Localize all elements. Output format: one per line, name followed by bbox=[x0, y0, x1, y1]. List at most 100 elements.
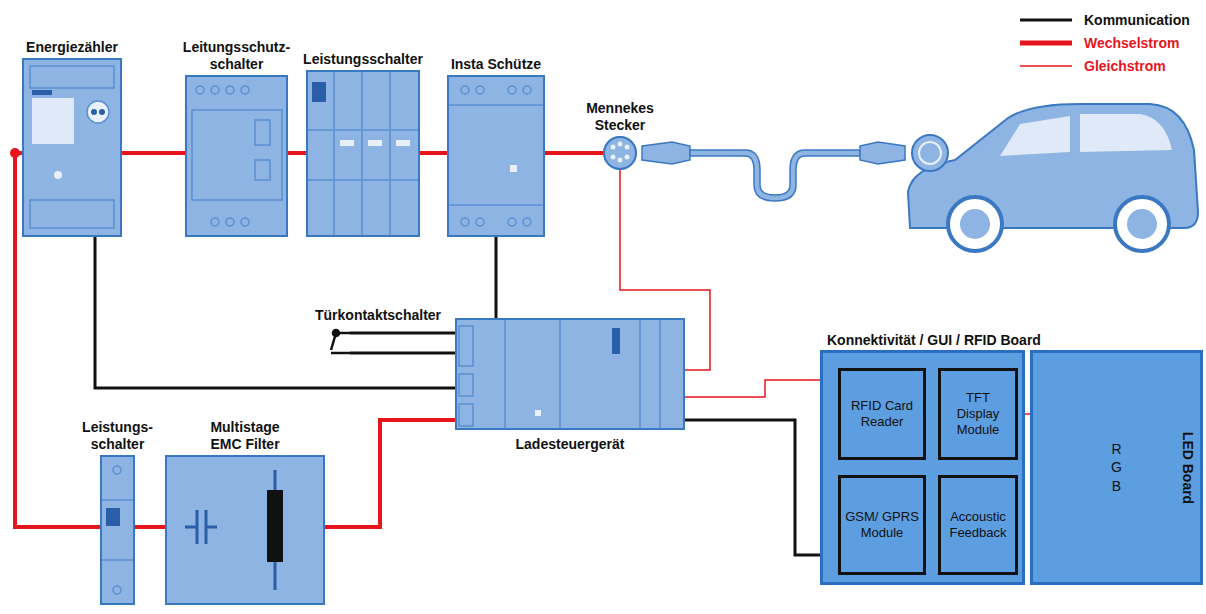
small-breaker-detail bbox=[100, 466, 135, 594]
legend-text: Gleichstrom bbox=[1084, 58, 1166, 74]
breaker-detail-part bbox=[333, 70, 335, 237]
socket-pins-part bbox=[611, 145, 616, 150]
component-label: Leistungs- schalter bbox=[73, 419, 163, 453]
dc-wire bbox=[685, 380, 820, 397]
legend-row: Wechselstrom bbox=[1018, 31, 1190, 54]
electric-car-part bbox=[1127, 209, 1157, 239]
breaker-detail-part bbox=[306, 179, 420, 181]
component-label: Leitungsschutz- schalter bbox=[174, 39, 299, 73]
breaker-detail-part bbox=[396, 140, 410, 146]
controller-detail-part bbox=[559, 318, 561, 430]
legend: KommunicationWechselstromGleichstrom bbox=[1018, 8, 1190, 77]
controller-detail-part bbox=[459, 374, 473, 396]
electric-car-part bbox=[1000, 116, 1070, 156]
meter-detail-part bbox=[30, 200, 114, 228]
module-box: TFT Display Module bbox=[938, 368, 1018, 460]
socket-pins-part bbox=[625, 145, 630, 150]
electric-car-part bbox=[948, 197, 1002, 251]
component-fill-part bbox=[165, 455, 325, 605]
small-breaker-detail-part bbox=[100, 559, 135, 561]
component-fill-part bbox=[603, 136, 637, 170]
contactor-detail-part bbox=[476, 86, 484, 94]
legend-line-sample bbox=[1020, 65, 1072, 67]
filter-symbols-part bbox=[206, 526, 217, 529]
small-breaker-detail-part bbox=[113, 466, 121, 474]
meter-detail bbox=[30, 66, 114, 228]
meter-detail-part bbox=[99, 109, 105, 115]
filter-symbols-part bbox=[185, 526, 196, 529]
power-breaker: Leistungs- schalter bbox=[100, 455, 135, 605]
breaker-detail-part bbox=[196, 86, 204, 94]
ac-wire bbox=[122, 151, 185, 155]
charging-cable bbox=[642, 142, 905, 201]
breaker-detail-part bbox=[255, 160, 270, 180]
led-board: RGBLED Board bbox=[1030, 350, 1203, 585]
component-fill-part bbox=[455, 318, 685, 430]
contactor-detail-part bbox=[461, 86, 469, 94]
breaker-detail-part bbox=[241, 86, 249, 94]
legend-text: Kommunication bbox=[1084, 12, 1190, 28]
breaker-detail-part bbox=[241, 218, 249, 226]
breaker-detail-part bbox=[389, 70, 391, 237]
electric-car-part bbox=[912, 135, 948, 171]
contactor-detail-part bbox=[461, 218, 469, 226]
meter-detail-part bbox=[30, 66, 114, 88]
socket-pins-part bbox=[625, 155, 630, 160]
socket-pins bbox=[611, 142, 630, 163]
component-fill-part bbox=[100, 455, 135, 605]
emc-filter: Multistage EMC Filter bbox=[165, 455, 325, 605]
meter-detail-part bbox=[91, 109, 97, 115]
component-label: Energiezähler bbox=[26, 39, 118, 56]
contactor-detail-part bbox=[523, 86, 531, 94]
electric-car-part bbox=[919, 142, 941, 164]
legend-line-sample bbox=[1020, 18, 1072, 21]
socket-pins-part bbox=[618, 158, 623, 163]
ac-wire bbox=[288, 151, 306, 155]
module-box: RFID Card Reader bbox=[838, 368, 926, 460]
legend-dc bbox=[1018, 60, 1074, 72]
socket: Mennekes Stecker bbox=[603, 136, 637, 170]
filter-symbols-part bbox=[196, 510, 199, 544]
box-text: Accoustic Feedback bbox=[945, 509, 1011, 542]
socket-pins-part bbox=[618, 142, 623, 147]
small-breaker-detail-part bbox=[113, 586, 121, 594]
legend-communication bbox=[1018, 14, 1074, 26]
box-text: RGB bbox=[1110, 440, 1124, 495]
dc-wire bbox=[620, 170, 710, 370]
ac-wire bbox=[325, 420, 455, 527]
meter-detail-part bbox=[32, 98, 74, 144]
breaker-detail bbox=[192, 70, 420, 237]
legend-row: Gleichstrom bbox=[1018, 54, 1190, 77]
ac-wire bbox=[420, 151, 447, 155]
meter-detail-part bbox=[32, 90, 52, 95]
component-fill-part bbox=[185, 75, 288, 237]
controller-detail-part bbox=[612, 328, 620, 354]
meter-detail-part bbox=[87, 101, 109, 123]
component-label: Multistage EMC Filter bbox=[195, 419, 295, 453]
module-box: GSM/ GPRS Module bbox=[838, 475, 926, 575]
small-breaker-detail-part bbox=[100, 499, 135, 501]
ac-wire bbox=[15, 153, 100, 527]
module-box: Accoustic Feedback bbox=[938, 475, 1018, 575]
socket-pins-part bbox=[611, 155, 616, 160]
controller-detail bbox=[459, 318, 660, 430]
contactor-detail bbox=[447, 86, 545, 226]
door-switch: Türkontaktschalter bbox=[330, 328, 350, 356]
ac-wire bbox=[545, 151, 603, 155]
controller-detail-part bbox=[659, 318, 661, 430]
component-fill-part bbox=[447, 75, 545, 237]
legend-text: Wechselstrom bbox=[1084, 35, 1179, 51]
electric-car bbox=[908, 104, 1198, 251]
controller-detail-part bbox=[535, 410, 541, 416]
power-breaker: Leistungsschalter bbox=[306, 70, 420, 237]
filter-symbols-part bbox=[267, 490, 283, 562]
box-text: TFT Display Module bbox=[945, 390, 1011, 439]
filter-symbols bbox=[185, 470, 283, 590]
door-switch-symbol-part bbox=[331, 352, 350, 355]
comm-wire bbox=[685, 420, 820, 555]
legend-line-sample bbox=[1020, 40, 1072, 45]
door-switch-symbol-part bbox=[331, 333, 336, 350]
breaker-detail-part bbox=[192, 110, 282, 200]
connectivity-board: Konnektivität / GUI / RFID BoardRFID Car… bbox=[820, 350, 1025, 585]
